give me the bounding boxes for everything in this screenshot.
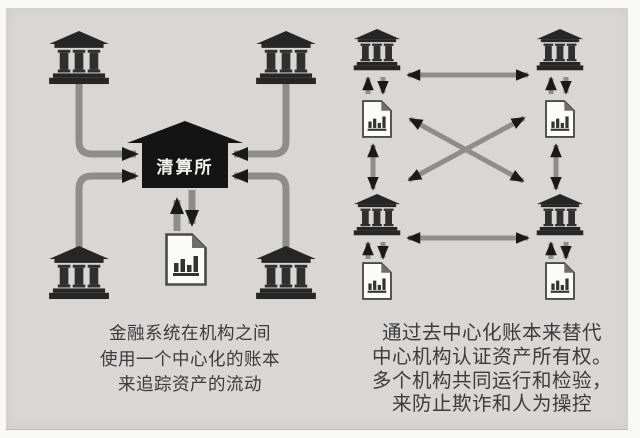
ledger-document-icon: [545, 100, 575, 138]
connector-bottomright-bank-to-clearinghouse: [231, 168, 290, 248]
bank-icon: [536, 194, 584, 236]
centralized-diagram: [49, 31, 316, 300]
ledger-document-icon: [165, 233, 207, 286]
bank-icon: [536, 29, 584, 71]
ledger-document-icon: [545, 262, 575, 300]
bank-icon: [256, 31, 316, 85]
caption-line: 来防止欺诈和人为操控: [391, 394, 592, 416]
clearinghouse-building-icon: [127, 121, 243, 188]
bank-icon: [49, 246, 109, 300]
clearinghouse-label: 清算所: [156, 157, 214, 177]
clearinghouse-body: [142, 142, 228, 188]
caption-line: 通过去中心化账本来替代: [381, 323, 602, 344]
caption-line: 中心机构认证资产所有权。: [371, 346, 612, 368]
connector-bottomleft-bank-to-clearinghouse: [75, 168, 139, 248]
bank-icon: [353, 29, 401, 71]
caption-line: 多个机构共同运行和检验，: [371, 370, 612, 392]
centralized-caption: 金融系统在机构之间 使用一个中心化的账本 来追踪资产的流动: [62, 321, 318, 398]
clearinghouse-roof: [127, 121, 243, 143]
decentralized-diagram: [353, 29, 584, 300]
bank-icon: [49, 31, 109, 85]
connector-topright-bank-to-clearinghouse: [231, 84, 290, 162]
connector-topleft-bank-to-clearinghouse: [75, 84, 139, 162]
ledger-document-icon: [362, 100, 392, 138]
caption-line: 使用一个中心化的账本: [100, 348, 280, 369]
bank-icon: [256, 246, 316, 300]
caption-line: 来追踪资产的流动: [118, 374, 262, 394]
caption-line: 金融系统在机构之间: [109, 323, 271, 343]
arrow-diagonal-peer-link: [407, 115, 526, 183]
bank-icon: [353, 194, 401, 236]
ledger-document-icon: [362, 262, 392, 300]
decentralized-caption: 通过去中心化账本来替代 中心机构认证资产所有权。 多个机构共同运行和检验， 来防…: [363, 322, 621, 417]
